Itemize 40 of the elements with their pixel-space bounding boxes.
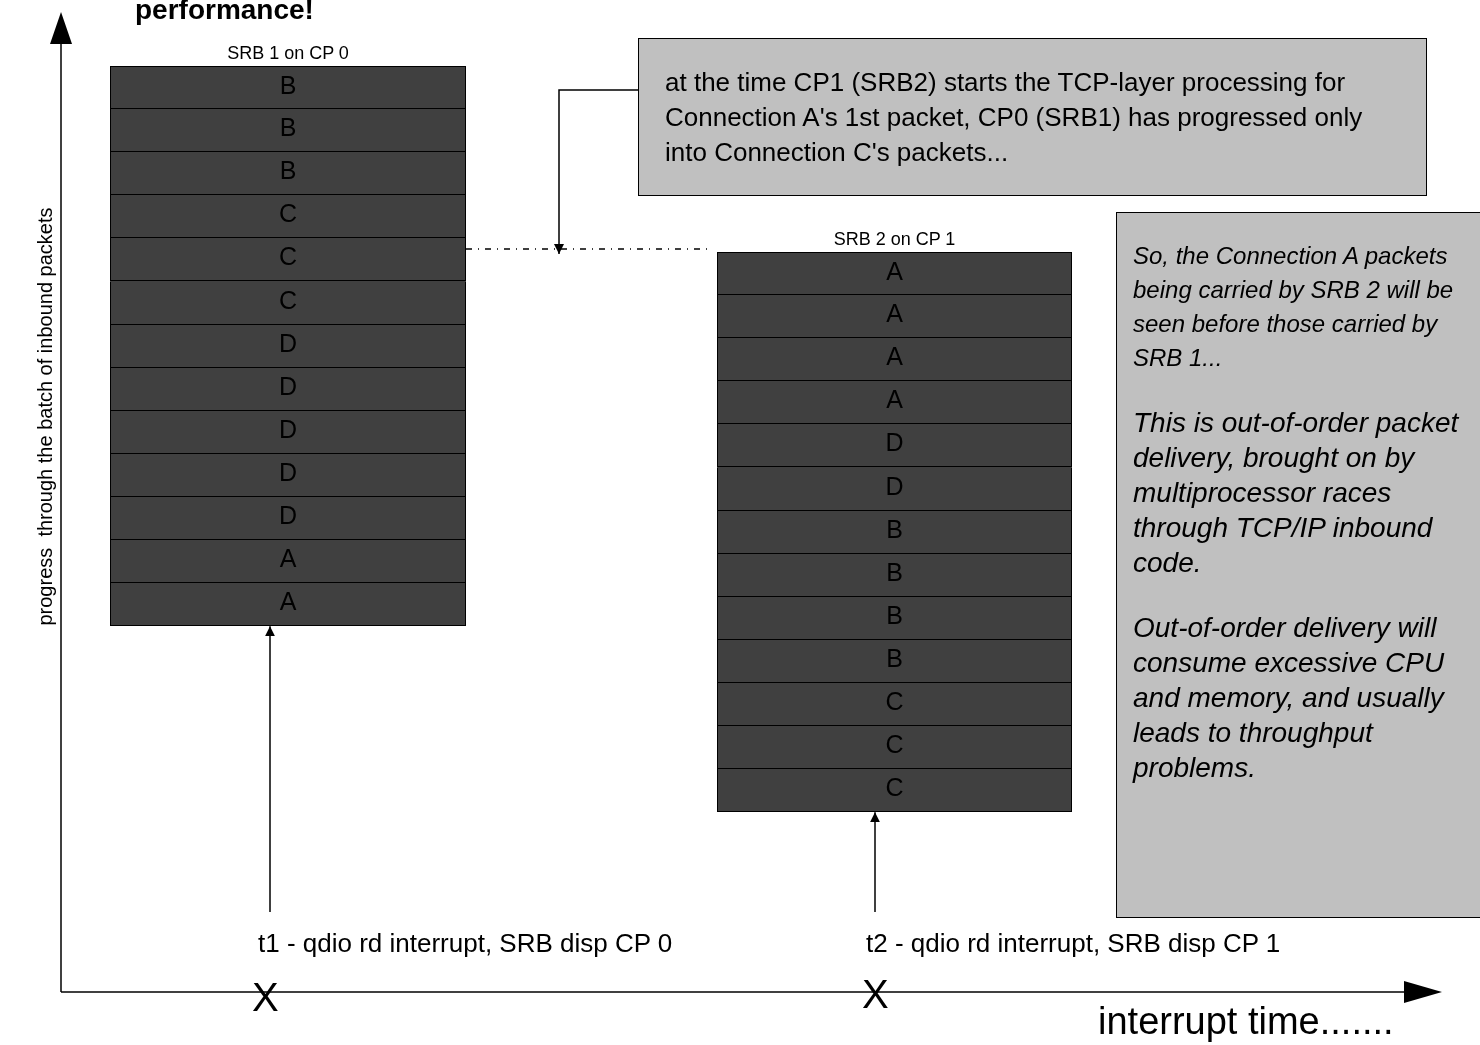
packet-row: D (110, 367, 466, 411)
packet-row: C (717, 726, 1072, 770)
packet-row: B (717, 510, 1072, 554)
arrow (265, 625, 275, 913)
packet-row: A (110, 583, 466, 627)
packet-row: A (717, 295, 1072, 339)
packet-row: B (717, 553, 1072, 597)
note-box (1116, 212, 1480, 918)
packet-row: A (717, 338, 1072, 382)
packet-row: B (717, 639, 1072, 683)
packet-row: A (717, 381, 1072, 425)
packet-row: C (717, 769, 1072, 813)
packet-row: D (110, 497, 466, 541)
packet-row: C (717, 683, 1072, 727)
event-label: t2 - qdio rd interrupt, SRB disp CP 1 (866, 928, 1281, 959)
packet-row: C (110, 238, 466, 282)
arrow (870, 811, 880, 913)
packet-row: C (110, 281, 466, 325)
note-text: This is out-of-order packet delivery, brought on by multiprocessor races through TCP/IP inbound code. (1133, 406, 1460, 580)
packet-row: D (717, 424, 1072, 468)
packet-row: D (110, 324, 466, 368)
packet-row: B (110, 66, 466, 110)
packet-row: D (110, 453, 466, 497)
note-text: Out-of-order delivery will consume excessive CPU and memory, and usually leads to throughput problems. (1133, 611, 1446, 785)
callout-box: at the time CP1 (SRB2) starts the TCP-layer processing for Connection A's 1st packet, CP0 (SRB1) has progressed only into Connection C's packets... (638, 38, 1427, 196)
event-label: t1 - qdio rd interrupt, SRB disp CP 0 (258, 928, 673, 959)
packet-row: B (110, 109, 466, 153)
packet-row: A (110, 540, 466, 584)
stack-heading: SRB 2 on CP 1 (832, 228, 957, 250)
packet-row: D (110, 410, 466, 454)
packet-row: B (110, 152, 466, 196)
packet-row: A (717, 252, 1072, 296)
axis-title: progress through the batch of inbound packets (33, 206, 57, 628)
leader-line (554, 89, 639, 255)
note-text: So, the Connection A packets being carried by SRB 2 will be seen before those carried by SRB 1... (1133, 241, 1455, 373)
stack-heading: SRB 1 on CP 0 (226, 42, 350, 64)
packet-row: D (717, 467, 1072, 511)
axis-title: interrupt time....... (1098, 1000, 1394, 1043)
packet-row: C (110, 195, 466, 239)
packet-row: B (717, 596, 1072, 640)
